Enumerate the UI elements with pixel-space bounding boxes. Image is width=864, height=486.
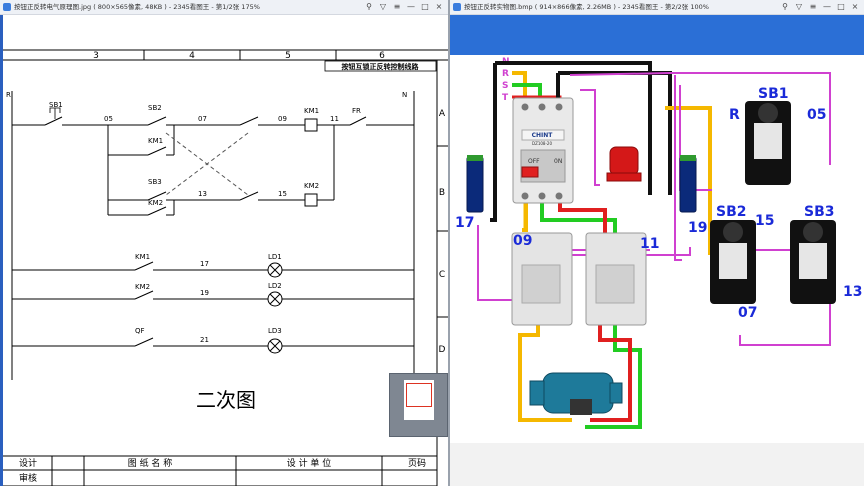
pin-icon[interactable]: ⚲ [782, 2, 788, 11]
wire-number: 19 [200, 289, 209, 297]
wire-number: 11 [330, 115, 339, 123]
column-label: 5 [285, 51, 291, 61]
right-image-viewer-window: 按钮正反转实物图.bmp ( 914×866像素, 2.26MB ) - 234… [450, 0, 864, 486]
phase-label: S [502, 81, 508, 91]
row-label: C [439, 270, 445, 280]
component-label: SB1 [49, 101, 63, 109]
indicator-light [466, 156, 484, 213]
indicator-light [679, 156, 697, 213]
pin-icon[interactable]: ⚲ [366, 2, 372, 11]
breaker-on-label: 0N [554, 158, 562, 165]
phase-label: R [502, 69, 509, 79]
pushbutton-label: SB1 [758, 86, 789, 102]
component-label: KM1 [148, 137, 163, 145]
wire-number: 07 [198, 115, 207, 123]
window-divider [448, 0, 450, 486]
title-block-design-unit: 设 计 单 位 [287, 457, 332, 469]
restore-button[interactable]: □ [837, 2, 845, 11]
wiring-photo: N R S T [450, 15, 864, 486]
terminal-label: 17 [455, 215, 474, 231]
wire-number: 09 [278, 115, 287, 123]
title-block-review: 审核 [19, 472, 37, 484]
navigator-thumbnail[interactable] [389, 373, 448, 437]
schematic-image: 3 4 5 6 A B C D E 按钮互锁正反转控制线路 R N SB1 05 [0, 15, 448, 486]
menu-icon[interactable]: ≡ [809, 2, 817, 11]
pushbutton-label: SB2 [716, 204, 747, 220]
column-label: 6 [379, 51, 385, 61]
row-label: D [439, 345, 446, 355]
phase-label: T [502, 93, 509, 103]
terminal-label: 15 [755, 213, 774, 229]
title-block-design: 设计 [19, 457, 37, 469]
component-label: LD3 [268, 327, 282, 335]
minimize-button[interactable]: — [407, 2, 415, 11]
row-label: A [439, 109, 446, 119]
breaker-off-label: OFF [528, 158, 540, 165]
column-label: 4 [189, 51, 195, 61]
wire-number: 17 [200, 260, 209, 268]
right-rail-label: N [402, 91, 407, 99]
component-label: KM2 [135, 283, 150, 291]
component-label: QF [135, 327, 145, 335]
component-label: SB3 [148, 178, 162, 186]
row-label: B [439, 188, 445, 198]
terminal-label: 05 [807, 107, 826, 123]
left-title-bar[interactable]: 按钮正反转电气原理图.jpg ( 800×565像素, 48KB ) - 234… [0, 0, 448, 15]
component-label: LD2 [268, 282, 282, 290]
right-title-bar[interactable]: 按钮正反转实物图.bmp ( 914×866像素, 2.26MB ) - 234… [450, 0, 864, 15]
thumbnail-page [404, 380, 434, 420]
thumbnail-viewport[interactable] [406, 383, 432, 407]
shirt-icon[interactable]: ▽ [379, 2, 387, 11]
warning-lamp [609, 146, 639, 176]
schematic-drawing: 3 4 5 6 A B C D E 按钮互锁正反转控制线路 R N SB1 05 [0, 49, 448, 486]
component-label: KM2 [304, 182, 319, 190]
minimize-button[interactable]: — [823, 2, 831, 11]
component-label: KM1 [304, 107, 319, 115]
component-label: SB2 [148, 104, 162, 112]
terminal-label: 19 [688, 220, 707, 236]
shirt-icon[interactable]: ▽ [795, 2, 803, 11]
wire-number: 13 [198, 190, 207, 198]
terminal-label: 13 [843, 284, 862, 300]
wire-number: 15 [278, 190, 287, 198]
drawing-title-box: 按钮互锁正反转控制线路 [342, 62, 420, 71]
pushbutton-label: SB3 [804, 204, 835, 220]
component-label: LD1 [268, 253, 282, 261]
breaker-brand: CHINT [532, 132, 554, 139]
desktop-edge [0, 15, 3, 486]
close-button[interactable]: × [851, 2, 859, 11]
terminal-label: 07 [738, 305, 757, 321]
component-label: KM2 [148, 199, 163, 207]
title-block-page: 页码 [408, 458, 426, 469]
left-window-controls: ⚲ ▽ ≡ — □ × [362, 0, 446, 14]
close-button[interactable]: × [435, 2, 443, 11]
component-label: FR [352, 107, 361, 115]
left-window-title: 按钮正反转电气原理图.jpg ( 800×565像素, 48KB ) - 234… [14, 3, 260, 11]
column-label: 3 [93, 51, 99, 61]
app-icon [453, 3, 461, 11]
terminal-label: 11 [640, 236, 659, 252]
title-block-drawing-name: 图 纸 名 称 [128, 457, 173, 469]
terminal-label: 09 [513, 233, 532, 249]
menu-icon[interactable]: ≡ [393, 2, 401, 11]
right-window-title: 按钮正反转实物图.bmp ( 914×866像素, 2.26MB ) - 234… [464, 3, 709, 11]
terminal-label: R [729, 107, 740, 123]
wiring-photo-drawing: N R S T [450, 15, 864, 486]
component-label: KM1 [135, 253, 150, 261]
wire-number: 21 [200, 336, 209, 344]
restore-button[interactable]: □ [421, 2, 429, 11]
right-window-controls: ⚲ ▽ ≡ — □ × [778, 0, 862, 14]
breaker-toggle [521, 166, 539, 178]
breaker-model: DZ108-20 [532, 141, 552, 146]
diagram-caption: 二次图 [196, 388, 256, 412]
left-rail-label: R [6, 91, 11, 99]
app-icon [3, 3, 11, 11]
wire-number: 05 [104, 115, 113, 123]
left-image-viewer-window: 按钮正反转电气原理图.jpg ( 800×565像素, 48KB ) - 234… [0, 0, 448, 486]
